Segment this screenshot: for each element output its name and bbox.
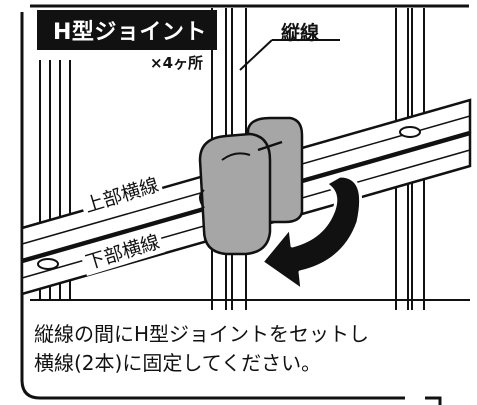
count-label: ×4ヶ所 — [150, 54, 204, 72]
frame-border — [20, 4, 469, 400]
callout-leader — [239, 39, 273, 71]
h-joint — [198, 116, 304, 256]
frame-corner-right — [425, 396, 442, 405]
rotate-arrow-icon — [260, 174, 363, 292]
vertical-wire-callout: 縦線 — [281, 22, 320, 44]
instruction-line: 縦線の間にH型ジョイントをセットし — [34, 322, 370, 346]
instruction-text: 縦線の間にH型ジョイントをセットし 横線(2本)に固定してください。 — [34, 320, 454, 378]
part-label: H型ジョイント — [37, 10, 217, 50]
instruction-line: 横線(2本)に固定してください。 — [34, 351, 322, 375]
